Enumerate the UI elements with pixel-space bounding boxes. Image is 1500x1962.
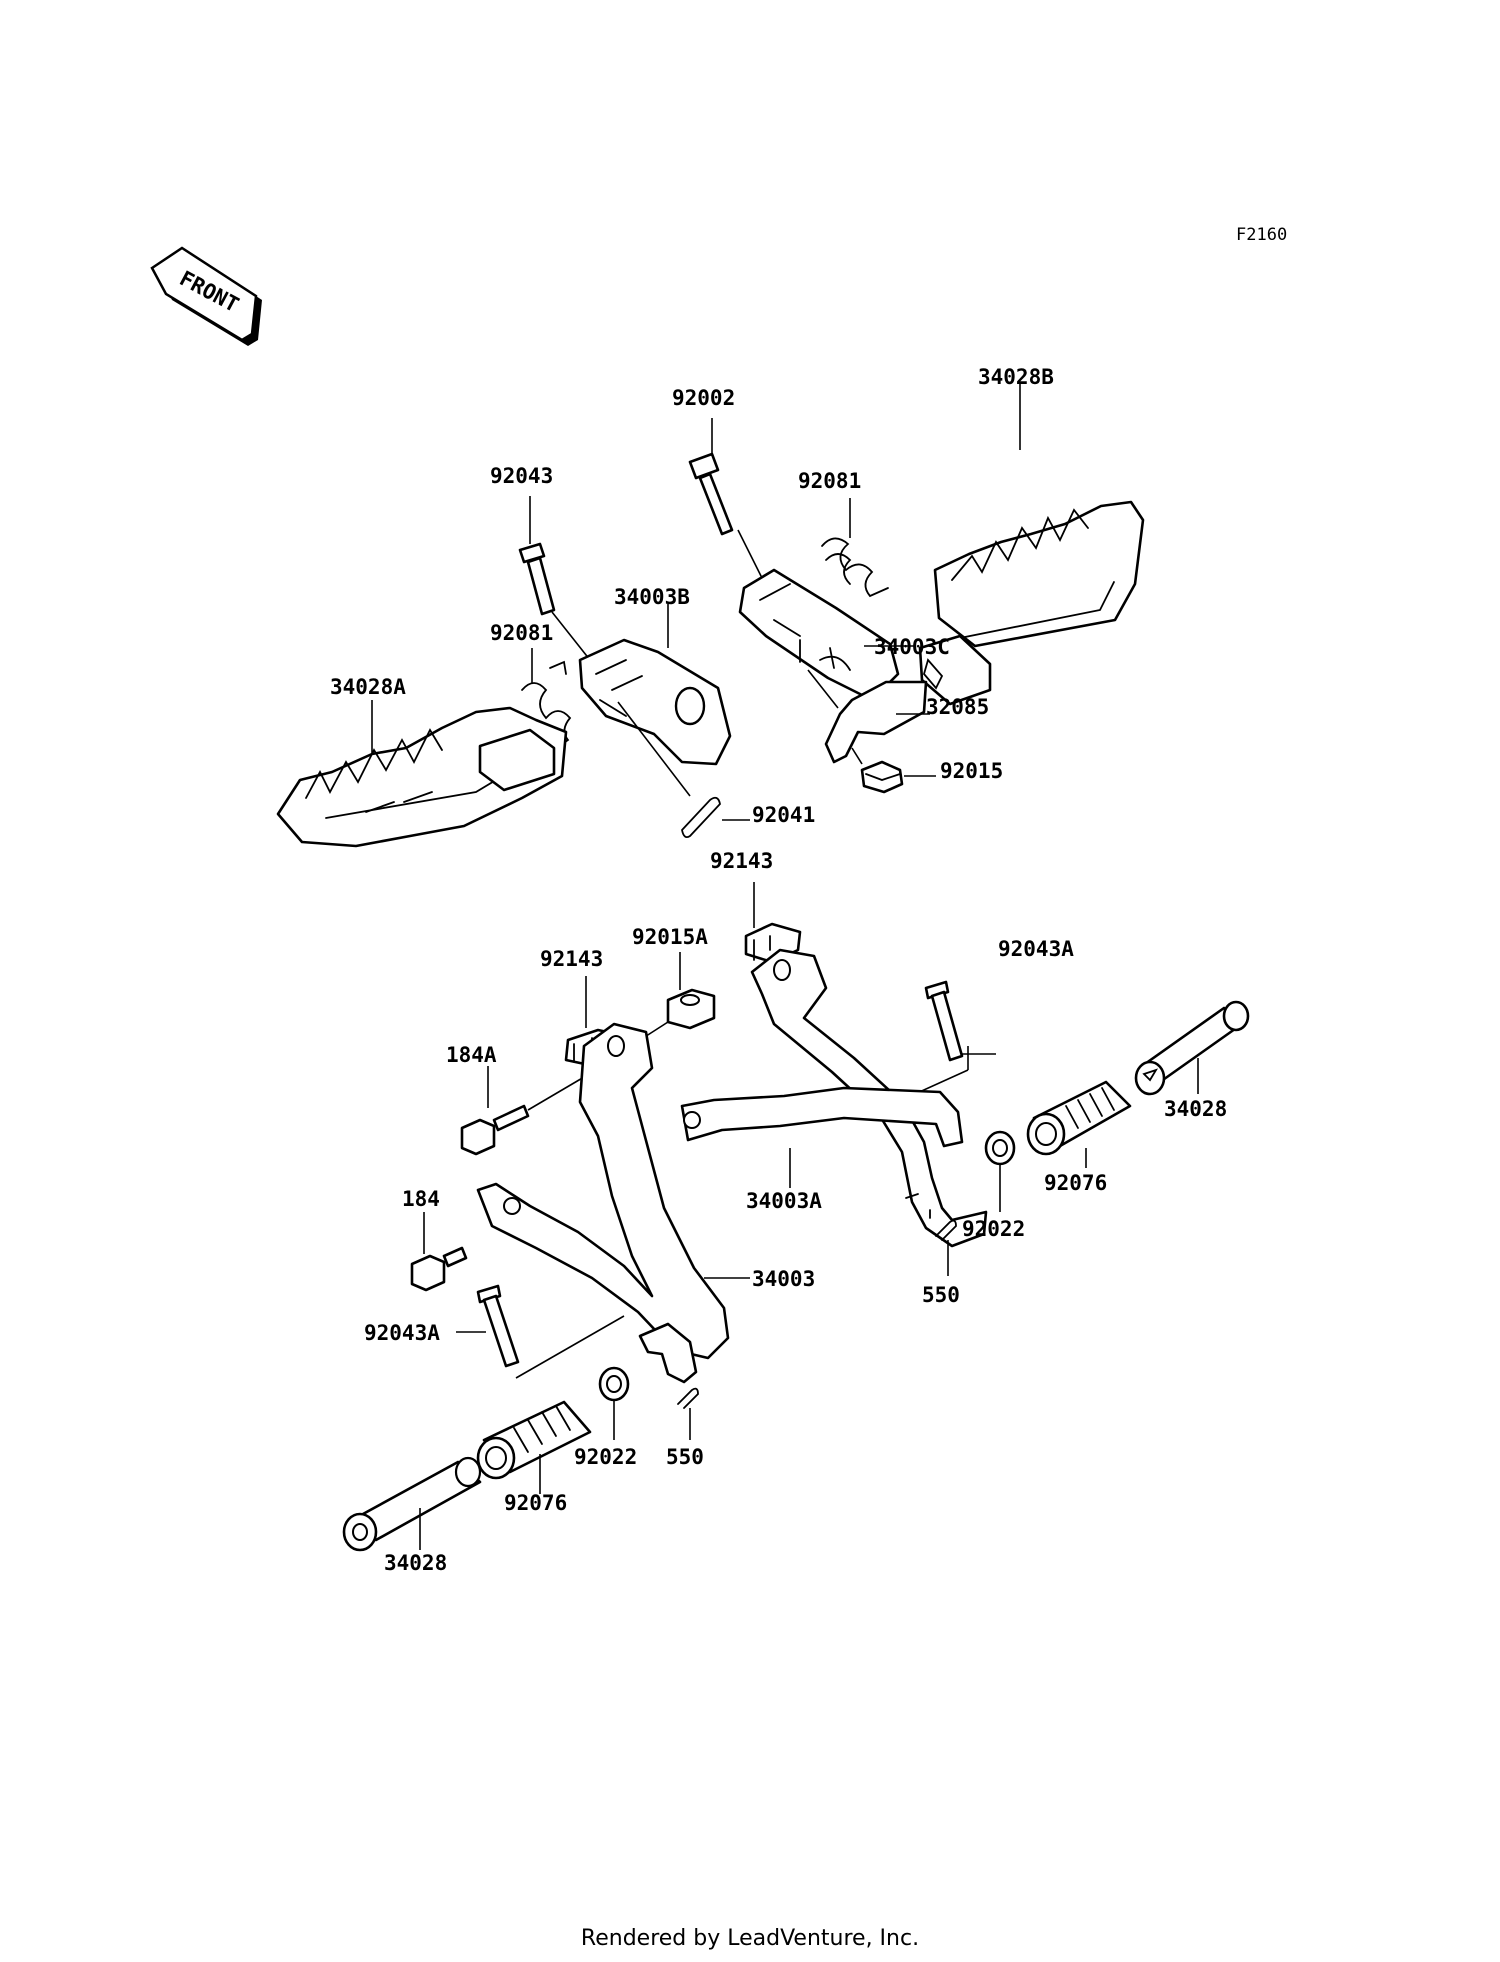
- grip-92076-right: [1026, 1080, 1132, 1156]
- footpeg-34028A: [276, 706, 568, 848]
- bracket-34003: [476, 1022, 730, 1384]
- label-92143-left: 92143: [540, 947, 603, 971]
- label-32085: 32085: [926, 695, 989, 719]
- label-92015: 92015: [940, 759, 1003, 783]
- washer-92022-left: [598, 1366, 630, 1402]
- front-arrow-icon: FRONT: [150, 246, 262, 346]
- bolt-184: [410, 1246, 468, 1292]
- label-34028-right: 34028: [1164, 1097, 1227, 1121]
- footpeg-34028B: [918, 500, 1145, 706]
- label-34003C: 34003C: [874, 635, 950, 659]
- bracket-34003A: [680, 948, 988, 1248]
- nut-92015: [860, 760, 904, 794]
- label-92043A-left: 92043A: [364, 1321, 440, 1345]
- pivot-pin-34028-left: [342, 1456, 482, 1552]
- cotter-pin-550-right: [935, 1219, 957, 1241]
- pin-92043A-left: [476, 1284, 520, 1368]
- label-92076-right: 92076: [1044, 1171, 1107, 1195]
- label-92043: 92043: [490, 464, 553, 488]
- pivot-pin-34028-right: [1134, 1000, 1250, 1096]
- plate-32085: [824, 680, 928, 764]
- label-92043A-right: 92043A: [998, 937, 1074, 961]
- spring-92081-left: [521, 660, 572, 757]
- bracket-34003B: [578, 638, 732, 766]
- cotter-pin-550-left: [677, 1387, 699, 1409]
- bolt-92002: [688, 452, 734, 536]
- label-34003A: 34003A: [746, 1189, 822, 1213]
- label-92002: 92002: [672, 386, 735, 410]
- collar-92015A: [666, 988, 716, 1030]
- label-34028B: 34028B: [978, 365, 1054, 389]
- label-92081-upper: 92081: [798, 469, 861, 493]
- grip-92076-left: [476, 1400, 592, 1480]
- label-34003B: 34003B: [614, 585, 690, 609]
- label-550-right: 550: [922, 1283, 960, 1307]
- label-184: 184: [402, 1187, 440, 1211]
- pin-92043A-right: [924, 980, 964, 1062]
- label-34028-left: 34028: [384, 1551, 447, 1575]
- pin-92043: [518, 542, 556, 616]
- label-92015A: 92015A: [632, 925, 708, 949]
- label-92143-top: 92143: [710, 849, 773, 873]
- label-92022-right: 92022: [962, 1217, 1025, 1241]
- label-92022-left: 92022: [574, 1445, 637, 1469]
- bolt-184A: [460, 1104, 530, 1156]
- label-92081-left: 92081: [490, 621, 553, 645]
- cotter-pin-92041: [681, 796, 721, 839]
- label-92076-left: 92076: [504, 1491, 567, 1515]
- diagram-code: F2160: [1236, 225, 1287, 245]
- washer-92022-right: [984, 1130, 1016, 1166]
- label-34003: 34003: [752, 1267, 815, 1291]
- label-184A: 184A: [446, 1043, 497, 1067]
- label-550-left: 550: [666, 1445, 704, 1469]
- label-34028A: 34028A: [330, 675, 406, 699]
- spring-92081-upper: [821, 537, 889, 598]
- footer-credit: Rendered by LeadVenture, Inc.: [580, 1926, 920, 1951]
- label-92041: 92041: [752, 803, 815, 827]
